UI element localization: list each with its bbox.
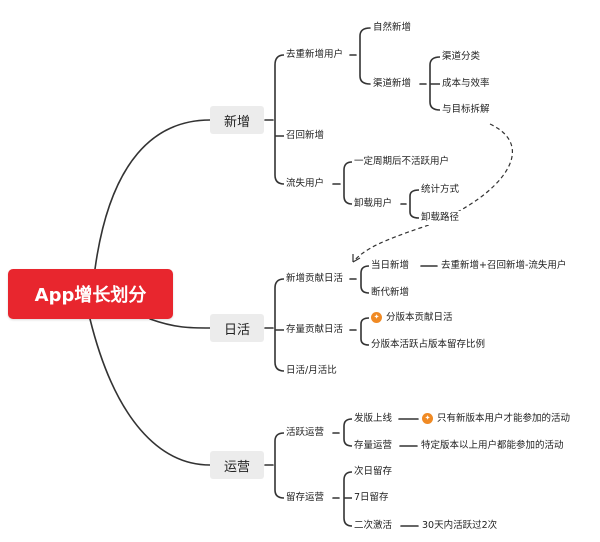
node-xiezai-item-1[interactable]: 统计方式 <box>419 183 462 197</box>
node-qudao[interactable]: 渠道新增 <box>371 77 414 91</box>
node-faban-desc-label: 只有新版本用户才能参加的活动 <box>437 413 571 424</box>
marker-icon: ✦ <box>371 312 382 323</box>
relation-arrow-head <box>352 254 361 263</box>
node-xiezai-item-2[interactable]: 卸载路径 <box>419 211 462 225</box>
node-liucun-item-1[interactable]: 次日留存 <box>352 465 395 479</box>
connector-root-yunying <box>89 318 211 466</box>
bracket-yunying <box>264 432 285 499</box>
root-node[interactable]: App增长划分 <box>8 269 173 319</box>
node-erci-desc[interactable]: 30天内活跃过2次 <box>420 519 500 533</box>
connector-root-xinzeng <box>94 119 211 270</box>
node-huoyue[interactable]: 活跃运营 <box>284 426 327 440</box>
node-dangri[interactable]: 当日新增 <box>369 259 412 273</box>
node-cunliang[interactable]: 存量贡献日活 <box>284 323 346 337</box>
node-xiezai[interactable]: 卸载用户 <box>352 197 395 211</box>
node-liucun[interactable]: 留存运营 <box>284 491 327 505</box>
node-cunliang-item-1-label: 分版本贡献日活 <box>386 312 453 323</box>
node-dangri-formula[interactable]: 去重新增+召回新增-流失用户 <box>439 259 569 273</box>
bracket-xinzeng <box>264 54 285 185</box>
bracket-huoyue <box>332 418 353 447</box>
bracket-quchong <box>349 27 371 85</box>
node-ziran[interactable]: 自然新增 <box>371 21 414 35</box>
marker-icon: ✦ <box>422 413 433 424</box>
node-quchong[interactable]: 去重新增用户 <box>284 48 346 62</box>
node-liushi[interactable]: 流失用户 <box>284 177 327 191</box>
node-faban[interactable]: 发版上线 <box>352 412 395 426</box>
node-cunliang-yunying[interactable]: 存量运营 <box>352 439 395 453</box>
node-cunliang-item-2[interactable]: 分版本活跃占版本留存比例 <box>369 338 488 352</box>
bracket-qudao <box>419 56 441 111</box>
node-duandai[interactable]: 断代新增 <box>369 286 412 300</box>
node-cunliang-item-1[interactable]: ✦ 分版本贡献日活 <box>369 311 455 325</box>
branch-yunying[interactable]: 运营 <box>210 451 264 479</box>
node-liucun-item-2[interactable]: 7日留存 <box>352 491 391 505</box>
bracket-cunliang <box>349 317 370 346</box>
node-rihuo-yuehuo[interactable]: 日活/月活比 <box>284 364 339 378</box>
node-qudao-item-3[interactable]: 与目标拆解 <box>440 103 492 117</box>
node-zhaohui[interactable]: 召回新增 <box>284 129 327 143</box>
node-faban-desc[interactable]: ✦ 只有新版本用户才能参加的活动 <box>420 412 573 426</box>
node-qudao-item-2[interactable]: 成本与效率 <box>440 77 492 91</box>
connector-root-rihuo <box>149 318 211 329</box>
node-cunliang-yunying-desc[interactable]: 特定版本以上用户都能参加的活动 <box>419 439 566 453</box>
bracket-liushi <box>332 161 353 205</box>
branch-xinzeng[interactable]: 新增 <box>210 106 264 134</box>
branch-rihuo[interactable]: 日活 <box>210 314 264 342</box>
node-qudao-item-1[interactable]: 渠道分类 <box>440 50 483 64</box>
bracket-liucun <box>332 471 353 527</box>
node-erci[interactable]: 二次激活 <box>352 519 395 533</box>
bracket-xiezai <box>400 189 420 219</box>
bracket-rihuo <box>264 278 285 372</box>
node-yiding[interactable]: 一定周期后不活跃用户 <box>352 155 452 169</box>
bracket-gongxian <box>349 265 370 294</box>
node-gongxian[interactable]: 新增贡献日活 <box>284 272 346 286</box>
